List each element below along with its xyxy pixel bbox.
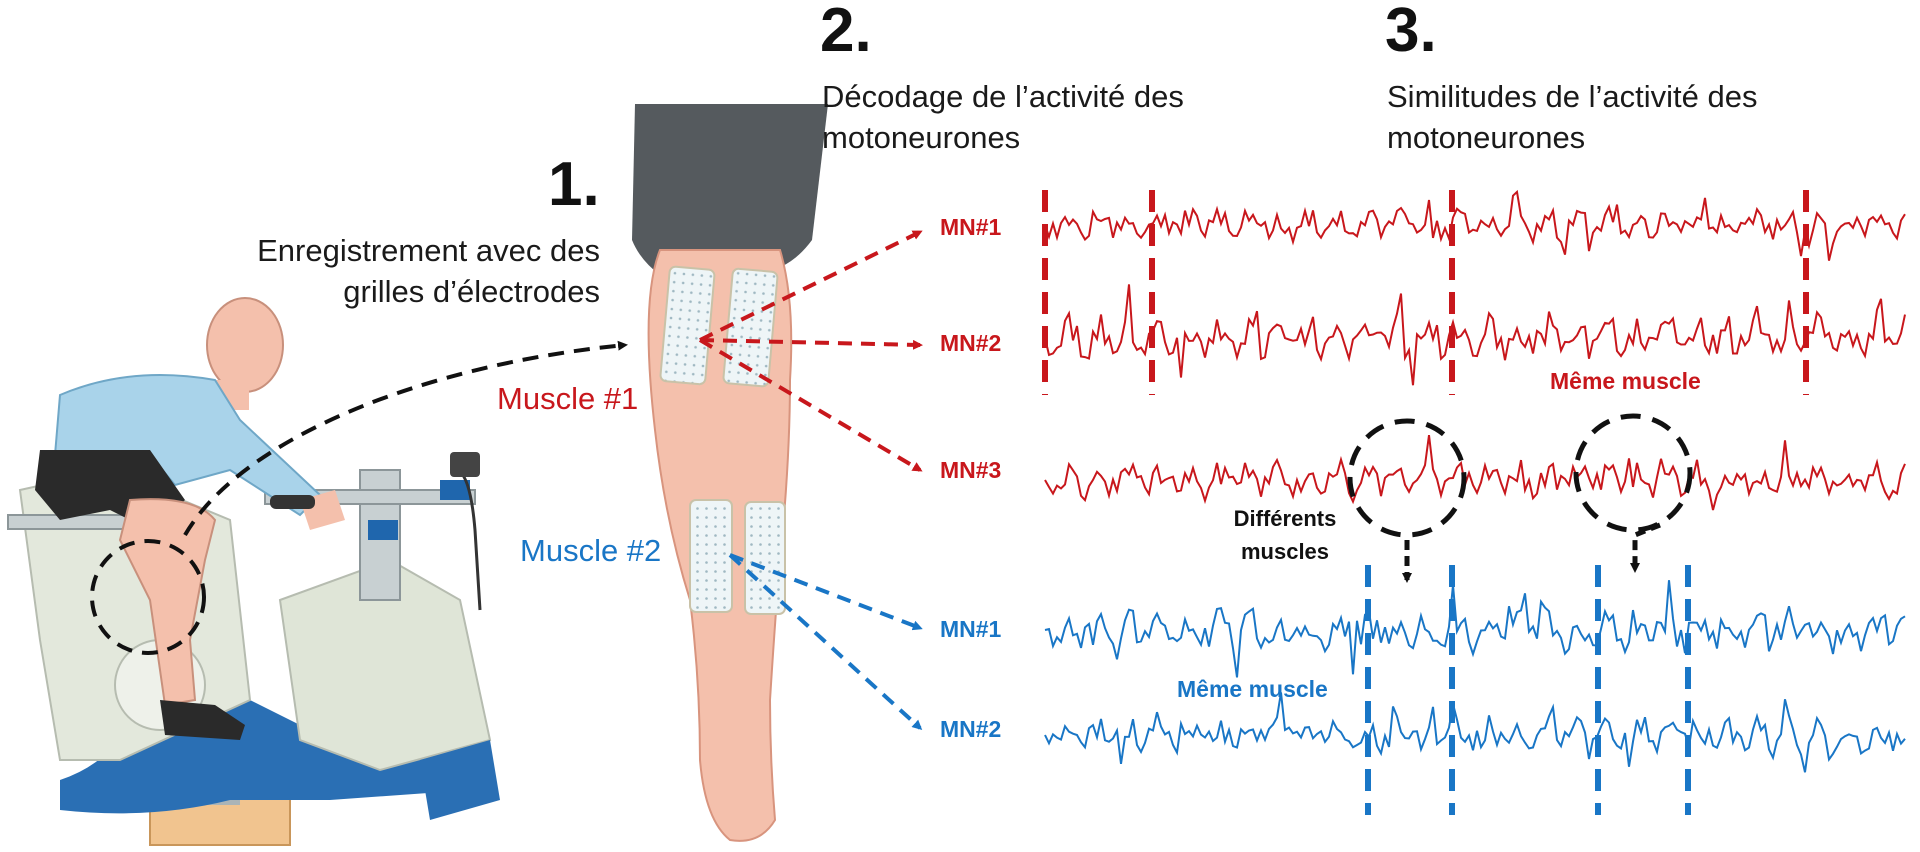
muscle-2-label: Muscle #2: [520, 533, 662, 568]
arrow-muscle2-mn2: [728, 553, 923, 731]
step-1-number: 1.: [548, 150, 600, 219]
cyclist-illustration: [35, 297, 345, 740]
trace-red-mn1: [1044, 189, 1906, 261]
different-muscles-label-line1: Différents: [1233, 506, 1337, 531]
step-1-caption-line2: grilles d’électrodes: [343, 274, 600, 309]
step-3-caption-line1: Similitudes de l’activité des: [1387, 79, 1758, 114]
down-arrow-2: [1630, 522, 1661, 573]
trace-label-red-mn3: MN#3: [940, 457, 1002, 483]
step-2-caption-line2: motoneurones: [822, 120, 1021, 155]
electrode-grid-icon: [659, 265, 786, 615]
step-2-number: 2.: [820, 0, 872, 65]
trace-label-red-mn1: MN#1: [940, 214, 1002, 240]
trace-blue-mn1: [1044, 580, 1906, 678]
step-3-number: 3.: [1385, 0, 1437, 65]
trace-label-blue-mn1: MN#1: [940, 616, 1002, 642]
highlight-circle-2: [1573, 413, 1693, 533]
traces-layer: [1044, 189, 1906, 773]
highlight-circle-1: [1347, 418, 1467, 538]
step-2-caption-line1: Décodage de l’activité des: [822, 79, 1184, 114]
muscle-1-label: Muscle #1: [497, 381, 639, 416]
arrow-muscle1-mn3: [698, 338, 923, 472]
arrow-muscle1-mn2: [699, 338, 923, 350]
trace-label-blue-mn2: MN#2: [940, 716, 1002, 742]
arrow-cyclist-to-leg: [183, 340, 628, 537]
arrow-muscle1-mn1: [699, 230, 923, 342]
trace-blue-mn2: [1044, 692, 1906, 773]
different-muscles-label-line2: muscles: [1240, 539, 1330, 564]
leg-illustration: [632, 104, 828, 842]
trace-label-red-mn2: MN#2: [940, 330, 1002, 356]
step-1-caption-line1: Enregistrement avec des: [257, 233, 600, 268]
red-dashed-markers: [1042, 190, 1809, 395]
step-3-caption-line2: motoneurones: [1387, 120, 1586, 155]
arrow-muscle2-mn1: [729, 553, 923, 631]
trace-red-mn3: [1044, 434, 1906, 511]
trace-red-mn2: [1044, 284, 1906, 386]
same-muscle-label-blue: Même muscle: [1177, 676, 1328, 702]
same-muscle-label-red: Même muscle: [1550, 368, 1701, 394]
blue-dashed-markers: [1365, 565, 1691, 815]
